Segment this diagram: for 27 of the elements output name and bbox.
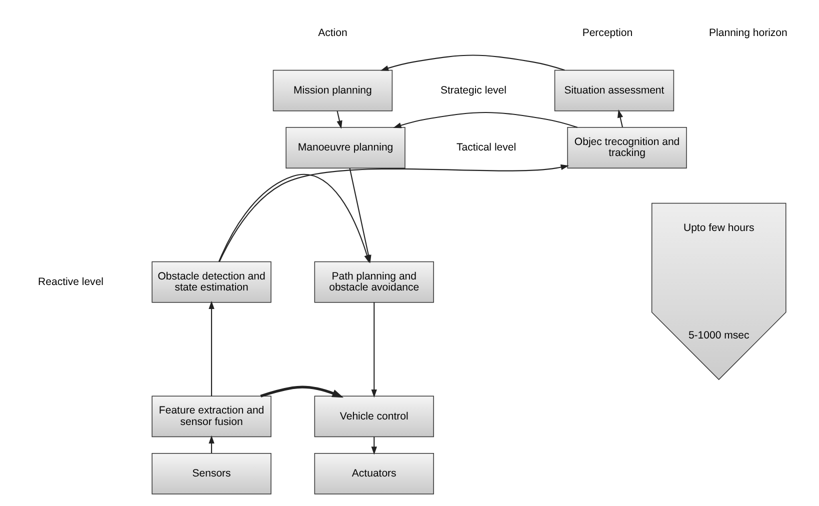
arrow (260, 385, 344, 398)
arrow (208, 300, 214, 396)
node-box: Feature extraction and sensor fusion (152, 395, 272, 437)
label: Tactical level (456, 141, 516, 154)
arrow (380, 54, 565, 70)
node-box: Mission planning (272, 69, 393, 111)
arrow (617, 109, 624, 127)
node-box: Actuators (314, 452, 434, 494)
node-box: Situation assessment (554, 69, 674, 111)
arrow (219, 164, 569, 262)
arrow (336, 110, 342, 128)
label: Reactive level (38, 275, 104, 288)
arrow (371, 436, 377, 454)
arrow (218, 174, 370, 263)
node-box: Objec trecognition and tracking (567, 126, 687, 168)
arrow (393, 111, 578, 128)
node-box: Sensors (152, 452, 272, 494)
arrow (208, 434, 214, 453)
label: Planning horizon (709, 26, 788, 39)
label: Perception (582, 26, 633, 39)
label: Action (318, 26, 348, 39)
node-box: Obstacle detection and state estimation (152, 260, 272, 302)
arrow (371, 302, 377, 398)
node-box: Manoeuvre planning (286, 126, 406, 168)
label: Strategic level (440, 84, 507, 96)
node-box: Path planning and obstacle avoidance (314, 260, 434, 302)
node-box: Vehicle control (314, 395, 434, 437)
